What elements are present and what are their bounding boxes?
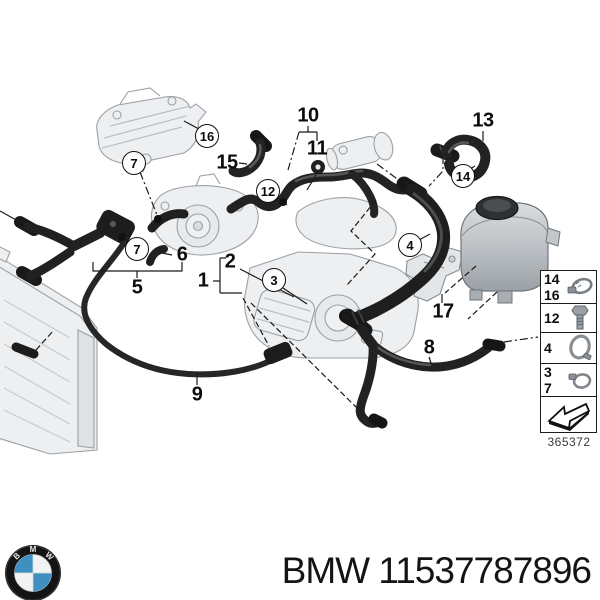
callout-circle-7-upper: 7: [122, 151, 146, 175]
egr-cooler: [96, 87, 207, 173]
grommet-11: [311, 160, 325, 174]
radiator: [0, 246, 98, 455]
legend-row-direction: [541, 397, 596, 433]
legend-row-bolt: 12: [541, 304, 596, 333]
dash-dot-leaders: [139, 131, 539, 343]
callout-10: 10: [297, 104, 319, 127]
callout-circle-3: 3: [262, 268, 286, 292]
legend-number: 4: [544, 340, 552, 356]
direction-arrow-icon: [547, 402, 591, 431]
ghost-parts: [0, 87, 464, 455]
callout-circle-14: 14: [451, 164, 475, 188]
roundel-letter-b: B: [12, 551, 23, 562]
water-pump: [150, 173, 259, 256]
drawing-number: 365372: [547, 435, 591, 449]
cooling-hoses-diagram: [0, 87, 561, 455]
callout-circle-7-lower: 7: [125, 237, 149, 261]
legend-number: 16: [544, 287, 560, 303]
legend-row-hose-clamp: 14 16: [541, 271, 596, 304]
expansion-tank: [460, 195, 561, 304]
callout-9: 9: [191, 383, 203, 406]
brand-name: BMW: [281, 550, 370, 591]
hoses: [11, 130, 506, 429]
legend-row-spring-clamp-large: 4: [541, 333, 596, 364]
legend-number: 14: [544, 271, 560, 287]
callout-2: 2: [224, 250, 236, 273]
spring-clamp-large-icon: [569, 334, 592, 360]
roundel-letter-m: M: [30, 545, 37, 554]
clamp-7a: [154, 215, 162, 223]
part-number: 11537787896: [378, 550, 592, 591]
fasteners-legend: 14 16 12 4: [540, 270, 597, 433]
legend-number: 7: [544, 380, 552, 396]
legend-row-spring-clamp-small: 3 7: [541, 364, 596, 397]
callout-6: 6: [176, 243, 188, 266]
bolt-icon: [571, 305, 589, 330]
callout-17: 17: [432, 300, 454, 323]
hose-15: [228, 130, 272, 178]
legend-number: 3: [544, 364, 552, 380]
callout-11: 11: [306, 137, 328, 160]
roundel-quadrant-blue: [14, 554, 33, 573]
callout-8: 8: [423, 336, 435, 359]
bmw-roundel-logo: B M W: [5, 545, 61, 600]
callout-13: 13: [472, 109, 494, 132]
pump-inlet-stub: [147, 209, 189, 233]
callout-1: 1: [197, 269, 209, 292]
thermostat-housing: [325, 131, 394, 171]
callout-circle-12: 12: [256, 179, 280, 203]
hose-clamp-icon: [567, 277, 593, 295]
callout-circle-4: 4: [398, 233, 422, 257]
hose-6: [146, 245, 168, 266]
legend-number: 12: [544, 310, 560, 326]
callout-15: 15: [216, 151, 238, 174]
spring-clamp-small-icon: [568, 373, 592, 389]
hose-8: [341, 308, 506, 429]
dashed-leaders: [35, 199, 498, 414]
leader-lines: [0, 120, 539, 414]
callout-circle-16: 16: [195, 124, 219, 148]
roundel-quadrant-blue: [33, 573, 52, 592]
callout-5: 5: [131, 276, 143, 299]
part-number-caption: BMW 11537787896: [281, 550, 592, 592]
hose-9: [11, 209, 293, 378]
